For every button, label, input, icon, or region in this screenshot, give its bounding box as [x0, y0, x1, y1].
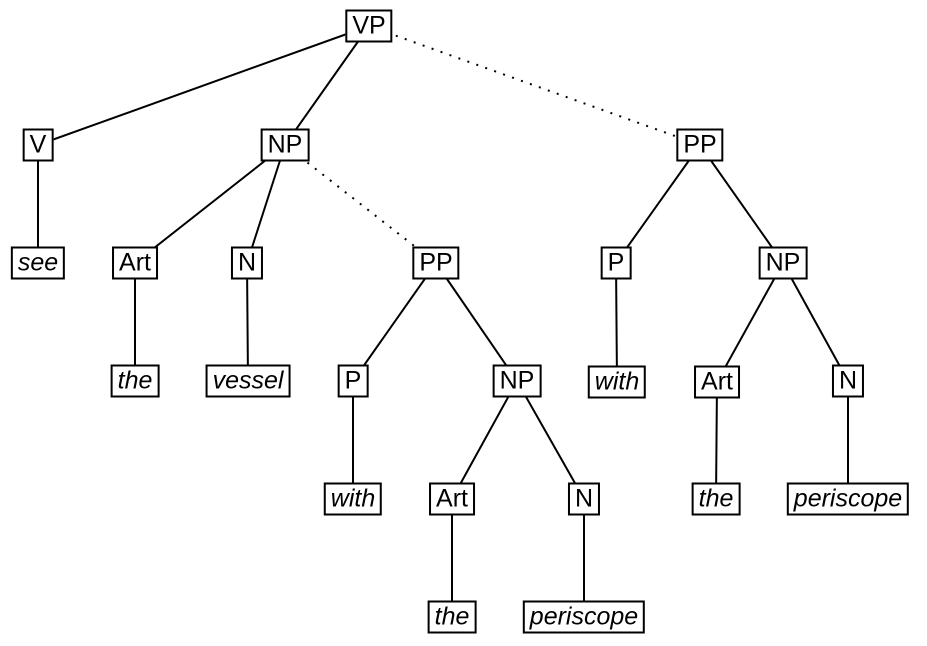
tree-edge-pp2-np3	[699, 144, 784, 264]
tree-node-np3: NP	[758, 246, 808, 280]
tree-edge-art3-the3	[715, 381, 718, 500]
tree-edge-p2-with2	[615, 262, 618, 383]
tree-edge-np2-n2	[516, 380, 585, 500]
tree-node-n2: N	[567, 482, 601, 516]
tree-node-art1: Art	[112, 246, 158, 280]
tree-node-pp2: PP	[676, 128, 724, 162]
tree-edge-pp1-p1	[352, 262, 437, 382]
tree-node-n1: N	[230, 246, 264, 280]
tree-edge-np2-art2	[451, 380, 518, 500]
tree-edge-np1-pp1	[284, 144, 437, 264]
tree-node-vessel: vessel	[205, 364, 291, 398]
tree-edge-np1-n1	[246, 144, 286, 264]
tree-node-vp: VP	[345, 9, 393, 43]
tree-edge-pp2-p2	[615, 144, 701, 264]
tree-node-the2: the	[427, 600, 477, 634]
tree-node-pp1: PP	[412, 246, 460, 280]
tree-node-periscope1: periscope	[522, 600, 646, 634]
tree-node-p1: P	[337, 364, 369, 398]
tree-edge-n1-vessel	[246, 262, 249, 382]
tree-node-the1: the	[110, 364, 160, 398]
tree-node-np2: NP	[492, 364, 542, 398]
tree-node-with1: with	[323, 482, 383, 516]
tree-edge-pp1-np2	[435, 262, 518, 382]
tree-node-np1: NP	[260, 128, 310, 162]
tree-edge-np1-art1	[134, 144, 286, 264]
tree-node-the3: the	[691, 482, 741, 516]
tree-edge-np3-n3	[782, 262, 849, 382]
tree-edge-vp-pp2	[368, 25, 701, 146]
tree-edge-vp-v	[37, 25, 370, 146]
tree-edge-vp-np1	[284, 25, 370, 146]
tree-node-art2: Art	[429, 482, 475, 516]
tree-node-with2: with	[587, 365, 647, 399]
tree-node-see: see	[10, 246, 66, 280]
tree-node-art3: Art	[694, 365, 740, 399]
tree-node-n3: N	[831, 364, 865, 398]
tree-node-periscope2: periscope	[786, 482, 910, 516]
tree-node-v: V	[22, 128, 54, 162]
tree-node-p2: P	[600, 246, 632, 280]
tree-edge-np3-art3	[716, 262, 784, 383]
